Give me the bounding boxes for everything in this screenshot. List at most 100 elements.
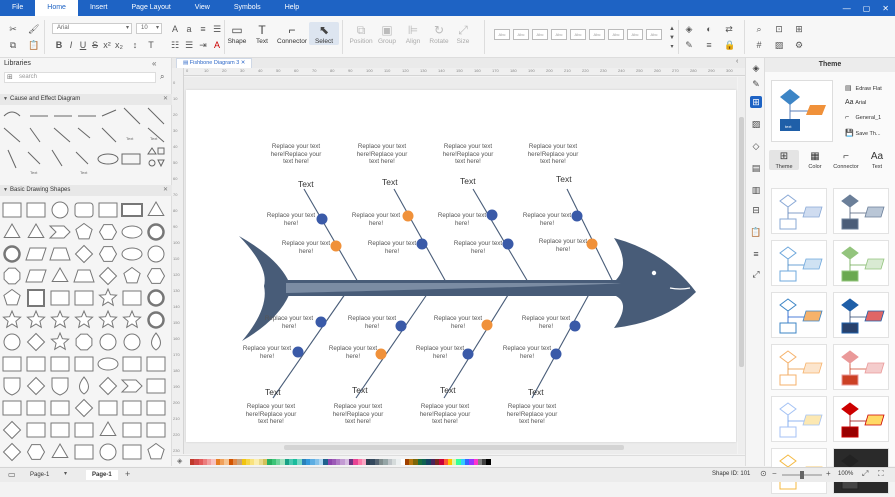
triangle-shape[interactable] xyxy=(51,443,69,458)
shield-shape[interactable] xyxy=(51,377,69,396)
clipboard-icon[interactable]: 📋 xyxy=(750,227,762,237)
circle-shape[interactable] xyxy=(123,333,141,351)
align-button[interactable]: ⊫Align xyxy=(398,22,428,45)
tab-color[interactable]: ▦Color xyxy=(800,150,830,170)
ring-shape[interactable] xyxy=(147,223,165,241)
circle-shape[interactable] xyxy=(3,333,21,351)
circle-shape[interactable] xyxy=(51,201,69,219)
rect-shape[interactable] xyxy=(50,400,70,416)
color-swatch[interactable] xyxy=(482,459,487,465)
pentagon-shape[interactable] xyxy=(147,442,165,460)
pentagon-shape[interactable] xyxy=(123,266,141,284)
font-color-icon[interactable]: A xyxy=(213,40,220,50)
bone-label[interactable]: Text xyxy=(265,387,281,397)
fill-icon[interactable]: ◈ xyxy=(752,63,760,73)
sub-cause-text[interactable]: Replace your text here! xyxy=(281,240,331,255)
color-swatch[interactable] xyxy=(258,459,264,465)
line-color-icon[interactable]: ✎ xyxy=(685,40,693,50)
diamond-shape[interactable] xyxy=(74,398,94,418)
chevron-down-icon[interactable]: ▾ xyxy=(64,471,68,477)
diamond-shape[interactable] xyxy=(74,244,94,264)
color-swatch[interactable] xyxy=(456,459,461,465)
cause-text-block[interactable]: Replace your text here!Replace your text… xyxy=(506,403,558,425)
parallelogram-shape[interactable] xyxy=(25,247,47,261)
size-button[interactable]: ⤢Size xyxy=(448,22,478,45)
menu-insert[interactable]: Insert xyxy=(89,4,108,11)
color-swatch[interactable] xyxy=(211,459,216,465)
theme-preset-card[interactable] xyxy=(771,344,827,390)
diamond-shape[interactable] xyxy=(2,442,22,462)
color-swatch[interactable] xyxy=(224,459,229,465)
color-swatch[interactable] xyxy=(220,459,225,465)
rect-shape[interactable] xyxy=(50,422,70,438)
color-swatch[interactable] xyxy=(465,459,470,465)
color-swatch[interactable] xyxy=(190,459,195,465)
table-icon[interactable]: ⊟ xyxy=(752,205,760,215)
color-swatch[interactable] xyxy=(215,459,221,465)
menu-page-layout[interactable]: Page Layout xyxy=(131,4,171,11)
color-swatch[interactable] xyxy=(374,459,380,465)
star-shape[interactable] xyxy=(26,309,46,329)
style-preset-button[interactable]: Abc xyxy=(570,29,586,40)
menu-view[interactable]: View xyxy=(194,4,210,11)
page-view-icon[interactable]: ▭ xyxy=(8,470,16,479)
maximize-icon[interactable]: ▢ xyxy=(862,3,871,13)
theme-icon[interactable]: ⊞ xyxy=(750,96,762,108)
theme-preset-card[interactable] xyxy=(771,188,827,234)
page-tab-current[interactable]: Page-1 xyxy=(86,470,118,480)
trapezoid-shape[interactable] xyxy=(73,269,95,283)
crop-icon[interactable]: ⊡ xyxy=(775,24,783,34)
chevron-shape[interactable] xyxy=(48,225,71,239)
group-button[interactable]: ▣Group xyxy=(372,22,402,45)
connector-tool-button[interactable]: ⌐Connector xyxy=(277,22,307,45)
ring-shape[interactable] xyxy=(3,245,21,263)
theme-preset-card[interactable] xyxy=(833,396,889,442)
menu-help[interactable]: Help xyxy=(284,4,300,11)
style-preset-button[interactable]: Abc xyxy=(513,29,529,40)
color-swatch[interactable] xyxy=(284,459,289,465)
sub-cause-text[interactable]: Replace your text here! xyxy=(502,345,552,360)
color-swatch[interactable] xyxy=(391,459,397,465)
color-swatch[interactable] xyxy=(194,459,199,465)
fullscreen-icon[interactable]: ⛶ xyxy=(878,469,884,478)
color-swatch[interactable] xyxy=(452,459,457,465)
color-swatch[interactable] xyxy=(237,459,242,465)
rect-shape[interactable] xyxy=(98,202,118,218)
rect-shape[interactable] xyxy=(74,422,94,438)
color-swatch[interactable] xyxy=(293,459,298,465)
color-swatch[interactable] xyxy=(280,459,285,465)
bone-label[interactable]: Text xyxy=(298,179,314,189)
fishbone-diagram[interactable] xyxy=(186,90,736,442)
underline-icon[interactable]: U xyxy=(79,40,87,50)
line-style-icon[interactable]: ≡ xyxy=(706,40,712,50)
color-swatch[interactable] xyxy=(473,459,478,465)
page-icon[interactable]: ▤ xyxy=(751,163,761,173)
theme-preset-card[interactable] xyxy=(771,292,827,338)
star-shape[interactable] xyxy=(74,309,94,329)
rect-shape[interactable] xyxy=(2,202,22,218)
trapezoid-shape[interactable] xyxy=(49,247,71,261)
color-swatch[interactable] xyxy=(254,459,259,465)
color-swatch[interactable] xyxy=(387,459,392,465)
collapse-panel-icon[interactable]: « xyxy=(152,59,157,68)
fit-page-icon[interactable]: ⊙ xyxy=(760,469,767,478)
color-swatch[interactable] xyxy=(447,459,453,465)
triangle-shape[interactable] xyxy=(51,267,69,282)
theme-preset-card[interactable] xyxy=(833,188,889,234)
cause-text-block[interactable]: Replace your text here!Replace your text… xyxy=(527,143,579,165)
color-swatch[interactable] xyxy=(361,459,367,465)
circle-shape[interactable] xyxy=(147,245,165,263)
horizontal-scrollbar[interactable] xyxy=(284,445,624,450)
color-swatch[interactable] xyxy=(327,459,332,465)
theme-preset-card[interactable] xyxy=(833,292,889,338)
font-grow-icon[interactable]: A xyxy=(171,24,178,34)
indent-icon[interactable]: ⇥ xyxy=(199,40,207,50)
color-swatch[interactable] xyxy=(232,459,238,465)
roundrect-shape[interactable] xyxy=(74,202,94,218)
close-icon[interactable]: ✕ xyxy=(162,187,168,193)
zoom-slider[interactable] xyxy=(782,471,822,479)
gallery-more-icon[interactable]: ▾ xyxy=(670,44,674,50)
color-swatch[interactable] xyxy=(434,459,440,465)
color-swatch[interactable] xyxy=(250,459,255,465)
close-icon[interactable]: ✕ xyxy=(882,3,889,13)
